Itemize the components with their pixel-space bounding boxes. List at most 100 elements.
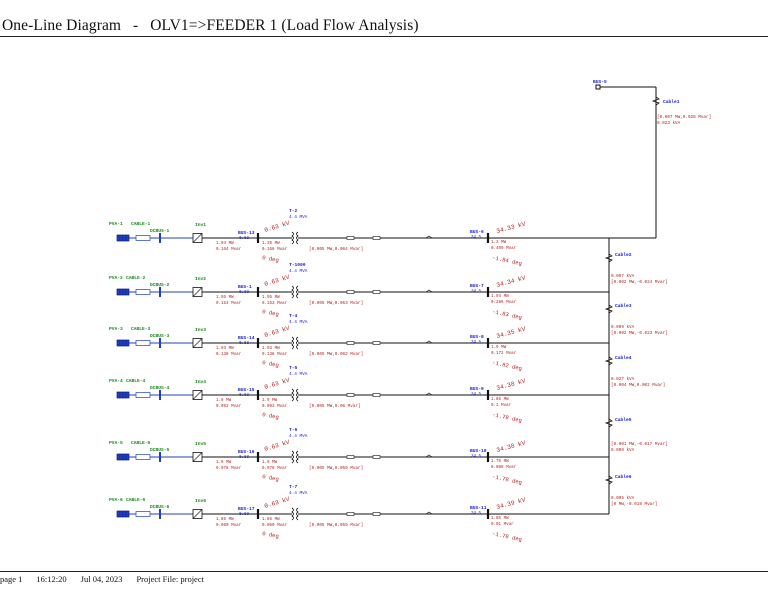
feeder-4-switch-element[interactable]: [425, 392, 433, 396]
feeder-6-lv-angle: 0 deg: [262, 530, 280, 540]
feeder-4-transformer-label: T-5: [289, 365, 298, 371]
feeder-6-switch-element[interactable]: [425, 511, 433, 515]
top-cable-symbol[interactable]: [651, 96, 660, 106]
feeder-2-switch-element[interactable]: [425, 289, 433, 293]
feeder-1-mv-angle: -1.84 deg: [492, 254, 523, 267]
footer-page: page 1: [0, 574, 23, 584]
feeder-1-lv-angle: 0 deg: [262, 254, 280, 264]
feeder-6-pv-array-cell: [116, 510, 121, 518]
feeder-3-pv-array-cell: [119, 339, 124, 347]
feeder-2-cable-element[interactable]: [346, 290, 355, 294]
feeder-3-dc-cable-icon[interactable]: [135, 340, 151, 346]
feeder-4-cable-element[interactable]: [346, 393, 355, 397]
feeder-6-fuse-element[interactable]: [372, 512, 381, 516]
feeder-1-transformer-icon[interactable]: [291, 231, 299, 245]
top-bus-node[interactable]: [595, 84, 601, 90]
feeder-3-mv-bus-label: BUS-8: [470, 334, 484, 340]
feeder-2-pv-array-cell: [116, 288, 121, 296]
feeder-5-fuse-element[interactable]: [372, 455, 381, 459]
feeder-1-fuse-element[interactable]: [372, 236, 381, 240]
feeder-1-switch-element[interactable]: [425, 235, 433, 239]
feeder-3-pv-array-cell: [122, 339, 127, 347]
top-cable-flow: [0.007 MW,0.028 Mvar]: [657, 115, 711, 120]
feeder-4-line-flow: [0.005 MW,0.06 Mvar]: [309, 404, 361, 409]
feeder-3-fuse-element[interactable]: [372, 341, 381, 345]
feeder-5-switch-element[interactable]: [425, 454, 433, 458]
feeder-2-transformer-rating: 4.4 MVA: [289, 269, 308, 274]
feeder-6-cable-element[interactable]: [346, 512, 355, 516]
feeder-1-pv-label: PVA-1: [109, 221, 123, 227]
feeder-2-cable-symbol[interactable]: [604, 253, 613, 263]
feeder-6-dc-cable-icon[interactable]: [135, 511, 151, 517]
feeder-4-fuse-element[interactable]: [372, 393, 381, 397]
feeder-5-pv-array-cell: [116, 453, 121, 461]
feeder-6-transformer-icon[interactable]: [291, 507, 299, 521]
feeder-3-xfmr-p: 1.93 MW: [262, 347, 280, 351]
feeder-6-pv-array-cell: [125, 510, 130, 518]
feeder-3-lv-bus-label: BUS-14: [238, 335, 255, 341]
feeder-2-inverter-slash: [192, 287, 203, 297]
feeder-4-dcbus-label: DCBUS-4: [150, 385, 170, 391]
feeder-2-lv-bus-value: 0.63: [239, 291, 250, 295]
feeder-3-switch-element[interactable]: [425, 340, 433, 344]
feeder-4-inverter-q: 0.093 Mvar: [216, 405, 242, 409]
feeder-2-lv-bus-label: BUS-1: [238, 284, 252, 290]
feeder-5-cable-segment-line2: 0.009 kVA: [611, 448, 635, 453]
top-cable-kva: 0.023 kVA: [657, 121, 681, 126]
feeder-6-inverter-p: 1.85 MW: [216, 518, 234, 522]
feeder-2-fuse-element[interactable]: [372, 290, 381, 294]
feeder-2-pv-label: PVA-2: [109, 275, 123, 281]
feeder-5-mv-q: 0.088 Mvar: [491, 466, 517, 470]
feeder-6-pv-array-cell: [122, 510, 127, 518]
feeder-4-mv-bus-label: BUS-9: [470, 386, 484, 392]
feeder-2-cable-segment-line2: [0.002 MW,-0.024 Mvar]: [611, 280, 668, 285]
feeder-2-dc-cable-icon[interactable]: [135, 289, 151, 295]
feeder-5-cable-symbol[interactable]: [604, 418, 613, 428]
feeder-3-lv-angle: 0 deg: [262, 359, 280, 369]
feeder-2-dcbus-label: DCBUS-2: [150, 282, 170, 288]
feeder-4-cable-segment-label: Cable4: [615, 355, 632, 361]
feeder-1-dc-cable-icon[interactable]: [135, 235, 151, 241]
feeder-4-mv-voltage: 34.38 kV: [496, 377, 527, 392]
feeder-6-mv-angle: -1.78 deg: [492, 530, 523, 543]
feeder-1-pv-array-cell: [116, 234, 121, 242]
feeder-5-dcbus-label: DCBUS-5: [150, 447, 170, 453]
feeder-5-transformer-icon[interactable]: [291, 450, 299, 464]
feeder-4-transformer-icon[interactable]: [291, 388, 299, 402]
feeder-6-transformer-label: T-7: [289, 484, 298, 490]
feeder-3-mv-p: 1.9 MW: [491, 346, 507, 350]
feeder-2-pv-array-cell: [122, 288, 127, 296]
feeder-5-mv-voltage: 34.38 kV: [496, 439, 527, 454]
feeder-4-mv-q: 0.1 Mvar: [491, 404, 512, 408]
feeder-3-transformer-rating: 4.4 MVA: [289, 320, 308, 325]
footer-project: Project File: project: [136, 574, 204, 584]
feeder-6-mv-voltage: 34.39 kV: [496, 496, 527, 511]
feeder-6-cable-symbol[interactable]: [604, 475, 613, 485]
feeder-5-dc-cable-icon[interactable]: [135, 454, 151, 460]
feeder-3-cable-symbol[interactable]: [604, 304, 613, 314]
feeder-4-lv-bus-value: 0.63: [239, 394, 250, 398]
feeder-2-line-flow: [0.005 MW,0.063 Mvar]: [309, 301, 363, 306]
feeder-3-inverter-p: 1.93 MW: [216, 347, 234, 351]
feeder-4-pv-array-cell: [125, 391, 130, 399]
feeder-5-xfmr-q: 0.078 Mvar: [262, 467, 288, 471]
top-bus-label: BUS-5: [593, 79, 607, 85]
feeder-3-line-flow: [0.005 MW,0.062 Mvar]: [309, 352, 363, 357]
feeder-4-cable-symbol[interactable]: [604, 356, 613, 366]
feeder-1-mv-voltage: 34.33 kV: [496, 220, 527, 235]
feeder-3-mv-angle: -1.82 deg: [492, 359, 523, 372]
feeder-6-pv-array-cell: [119, 510, 124, 518]
feeder-2-transformer-icon[interactable]: [291, 285, 299, 299]
feeder-3-cable-element[interactable]: [346, 341, 355, 345]
feeder-3-transformer-icon[interactable]: [291, 336, 299, 350]
feeder-4-cable-segment-line2: [0.004 MW,0.002 Mvar]: [611, 383, 665, 388]
feeder-5-lv-voltage: 0.63 kV: [264, 439, 291, 453]
feeder-1-xfmr-q: 0.168 Mvar: [262, 248, 288, 252]
feeder-5-cable-element[interactable]: [346, 455, 355, 459]
feeder-2-xfmr-p: 1.95 MW: [262, 296, 280, 300]
feeder-3-xfmr-q: 0.138 Mvar: [262, 353, 288, 357]
feeder-6-mv-p: 1.85 MW: [491, 517, 509, 521]
feeder-4-dc-cable-icon[interactable]: [135, 392, 151, 398]
feeder-1-cable-element[interactable]: [346, 236, 355, 240]
